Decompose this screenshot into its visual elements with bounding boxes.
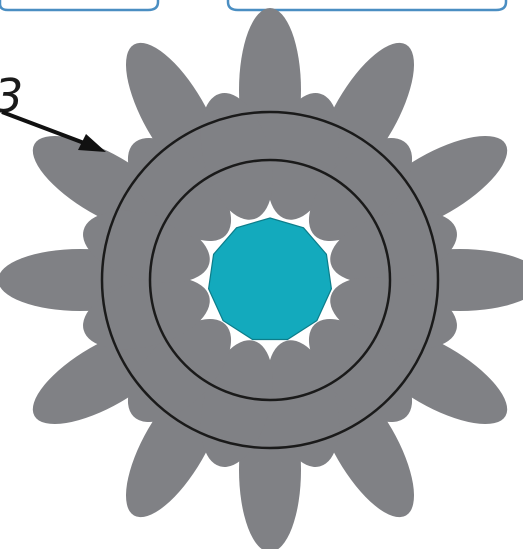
center-polygon xyxy=(209,218,332,340)
top-frame-fragments xyxy=(0,0,506,10)
callout-arrowhead xyxy=(78,134,106,152)
top-frame-left xyxy=(0,0,158,10)
